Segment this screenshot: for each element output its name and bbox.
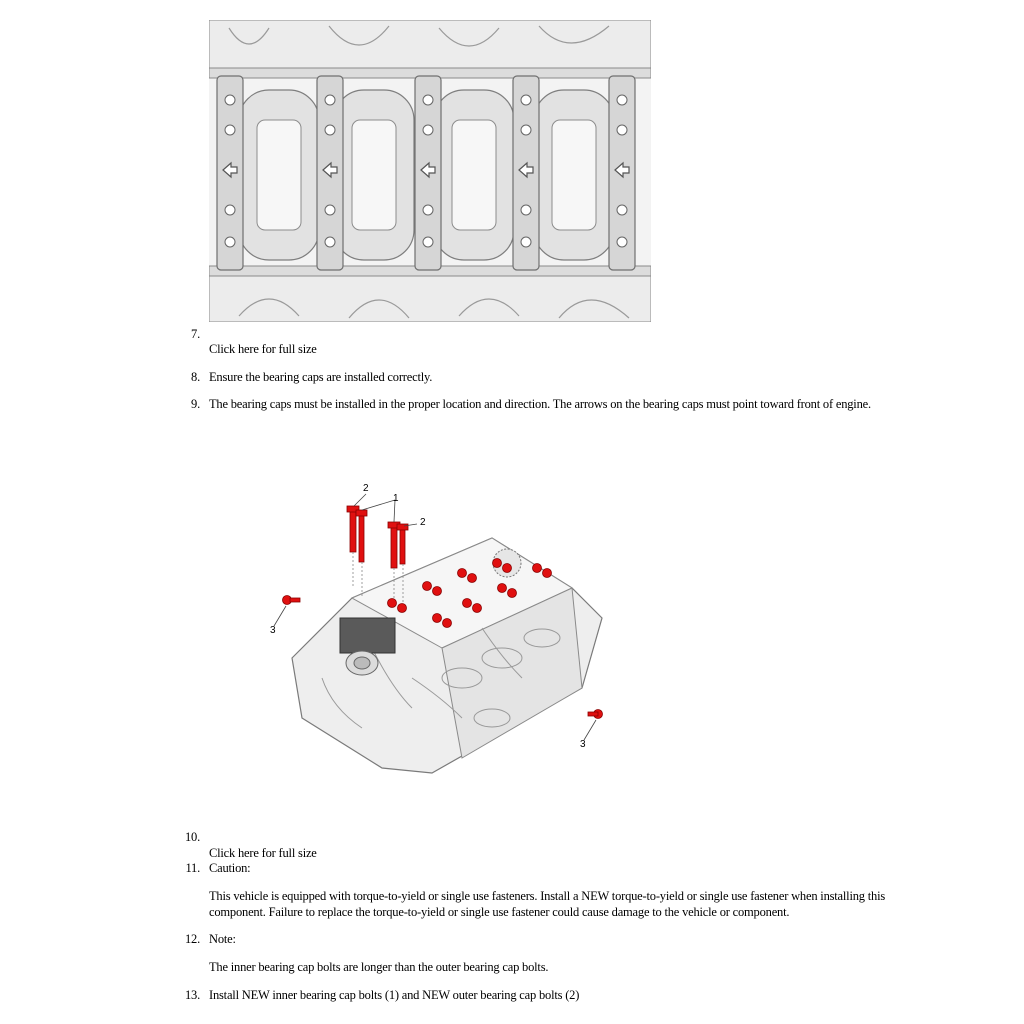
callout-1-label: 1 [393, 493, 399, 504]
step-number: 7. [191, 327, 200, 341]
caution-label: Caution: [209, 861, 251, 875]
step-number: 8. [191, 370, 200, 384]
step-number: 11. [185, 861, 200, 875]
caution-text-line2: component. Failure to replace the torque… [209, 905, 790, 919]
engine-block-illustration [273, 493, 603, 774]
callout-2-label: 2 [363, 483, 369, 494]
step-text: The bearing caps must be installed in th… [209, 397, 871, 411]
step-number: 9. [191, 397, 200, 411]
step-number: 12. [184, 932, 200, 946]
callout-3-label: 3 [270, 625, 276, 636]
note-label: Note: [209, 932, 236, 946]
step-number: 10. [184, 830, 200, 844]
note-text: The inner bearing cap bolts are longer t… [209, 960, 549, 974]
step-text: Install NEW inner bearing cap bolts (1) … [209, 988, 580, 1002]
callout-3-label: 3 [580, 739, 586, 750]
full-size-link[interactable]: Click here for full size [209, 342, 317, 356]
step-number: 13. [184, 988, 200, 1002]
engine-block-figure[interactable]: 2 1 2 3 3 [262, 478, 622, 783]
callout-2-label: 2 [420, 517, 426, 528]
caution-text-line1: This vehicle is equipped with torque-to-… [209, 889, 886, 903]
step-text: Ensure the bearing caps are installed co… [209, 370, 433, 384]
bearing-caps-illustration [208, 19, 652, 323]
full-size-link[interactable]: Click here for full size [209, 846, 317, 860]
bearing-caps-figure[interactable] [208, 19, 652, 323]
